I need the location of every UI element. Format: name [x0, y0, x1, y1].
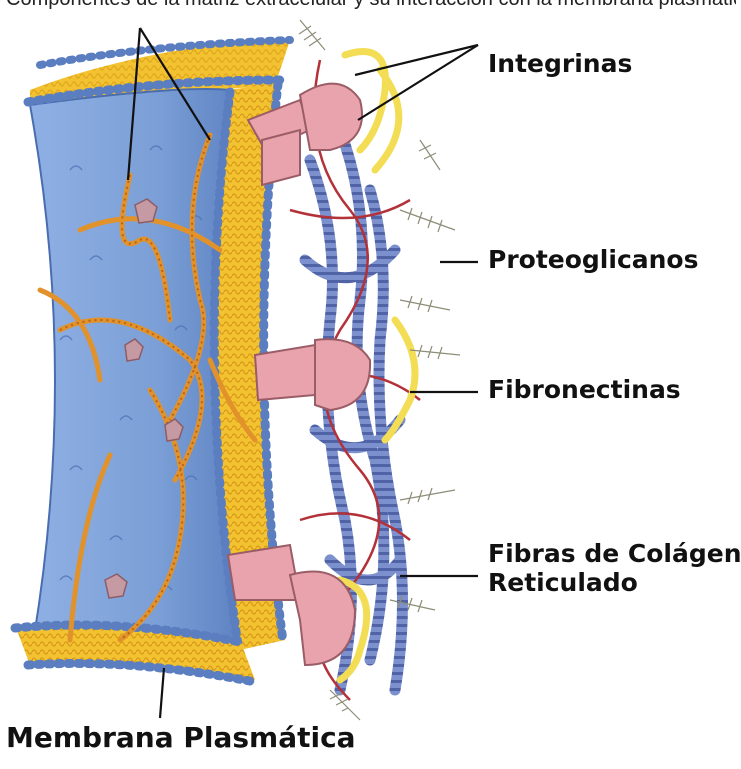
cytoplasm-face [30, 89, 240, 660]
integrin-middle [255, 339, 370, 410]
label-fibronectinas: Fibronectinas [488, 376, 681, 405]
label-membrana: Membrana Plasmática [6, 722, 356, 754]
label-colageno-line2: Reticulado [488, 569, 741, 598]
label-proteoglicanos: Proteoglicanos [488, 246, 699, 275]
label-integrinas: Integrinas [488, 50, 632, 79]
integrinas-pointer-a [355, 45, 478, 75]
membrana-pointer [160, 668, 164, 718]
label-colageno: Fibras de Colágeno Reticulado [488, 540, 741, 598]
label-colageno-line1: Fibras de Colágeno [488, 540, 741, 569]
